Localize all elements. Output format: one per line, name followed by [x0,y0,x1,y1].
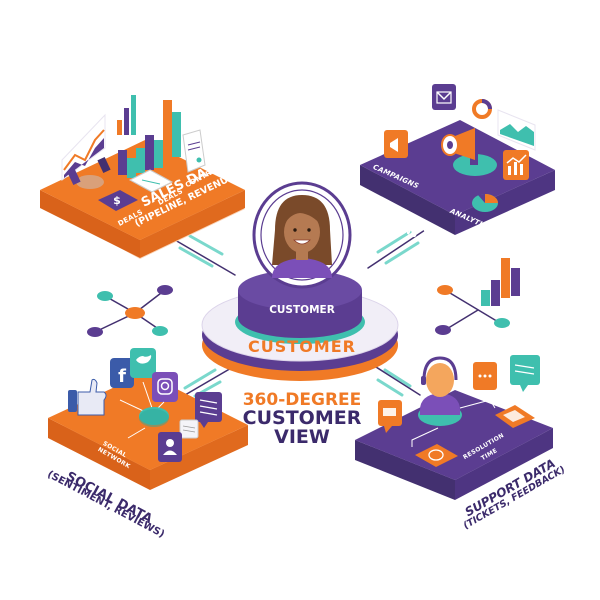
feedback-icon [378,400,402,433]
megaphone-icon [441,128,497,176]
customer-ring-label: CUSTOMER [248,337,356,356]
pie-chart-icon [472,193,498,212]
contract-icon [182,129,206,173]
chat-bubble-icon [473,362,497,390]
announcement-icon [384,130,408,158]
support-lines-icon [411,399,496,447]
mini-bar-chart-icon [481,258,520,306]
thumbs-up-icon [68,378,107,416]
social-network-hub-icon [119,381,169,439]
clock-icon [415,444,458,467]
analytics-chart-icon [503,150,529,180]
twitter-icon [130,348,156,378]
network-nodes-icon-left [87,285,173,337]
ticket-icon [495,405,535,428]
message-icon [510,355,540,392]
dollar-icon: $ [98,190,138,211]
chat-icon [195,392,222,428]
title-line-customer: CUSTOMER [242,407,362,429]
customer-avatar-label: CUSTOMER [269,304,335,316]
donut-chart-icon [472,99,492,119]
network-nodes-icon-right [435,285,510,335]
facebook-icon: f [110,358,134,388]
headset-agent-icon [418,356,462,426]
wave-chart-icon [497,109,536,151]
handshake-icon [67,156,111,189]
user-icon [158,432,182,462]
deal-document-icon [128,169,174,193]
instagram-icon [152,372,178,402]
support-platform[interactable] [355,390,553,500]
email-icon [432,84,456,110]
line-chart-icon [61,113,106,181]
svg-text:$: $ [113,194,121,207]
diagram-title: 360-DEGREE CUSTOMER VIEW [232,392,372,447]
connector-lines [174,229,426,398]
customer-hub[interactable] [201,270,399,381]
customer-avatar[interactable] [252,181,352,289]
svg-text:f: f [118,366,126,387]
title-line-360-degree: 360-DEGREE [242,390,362,410]
title-line-view: VIEW [274,426,330,448]
comment-icon [179,419,199,439]
bar-chart-icon [117,95,181,178]
